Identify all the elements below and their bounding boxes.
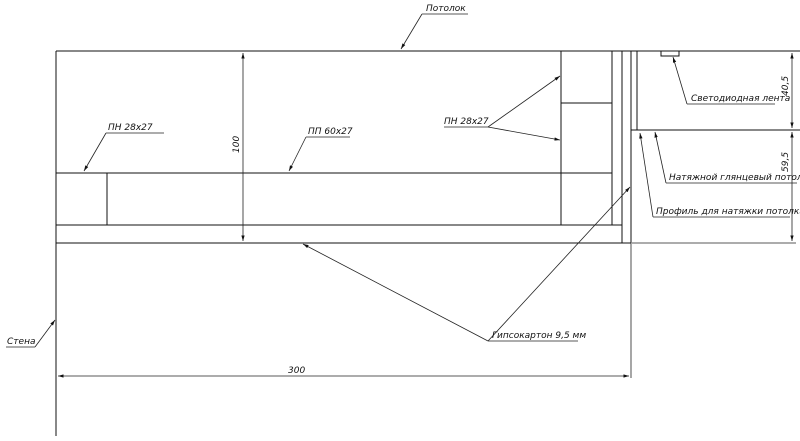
leader-led-strip — [672, 56, 775, 105]
dimension-300 — [58, 243, 632, 378]
leader-ceiling — [400, 13, 468, 50]
pp-label: ПП 60х27 — [308, 127, 353, 137]
ceiling-label: Потолок — [426, 4, 466, 14]
pn-profile-right — [560, 51, 612, 225]
dimension-59-5-text: 59,5 — [781, 152, 791, 172]
dimension-100-text: 100 — [232, 136, 242, 153]
dimension-300-text: 300 — [288, 366, 305, 376]
drywall-label: Гипсокартон 9,5 мм — [492, 331, 586, 341]
led-strip-label: Светодиодная лента — [691, 94, 790, 104]
dimension-right — [632, 53, 796, 244]
leader-pp — [288, 136, 350, 172]
leader-stretch-ceiling — [654, 131, 797, 184]
profile-label: Профиль для натяжки потолка — [656, 207, 800, 217]
led-strip — [660, 50, 680, 57]
leader-pn-left — [83, 132, 164, 172]
leader-drywall — [302, 186, 631, 342]
wall-label: Стена — [7, 337, 35, 347]
pn-right-label: ПН 28х27 — [444, 117, 489, 127]
ceiling-box — [56, 51, 632, 244]
dimension-40-5-text: 40,5 — [781, 76, 791, 96]
leader-wall — [6, 319, 56, 348]
leader-profile — [639, 132, 790, 218]
pn-left-label: ПН 28х27 — [108, 123, 153, 133]
stretch-profile — [631, 51, 800, 131]
leader-pn-right — [444, 75, 561, 141]
stretch-ceiling-label: Натяжной глянцевый потолок — [669, 173, 800, 183]
